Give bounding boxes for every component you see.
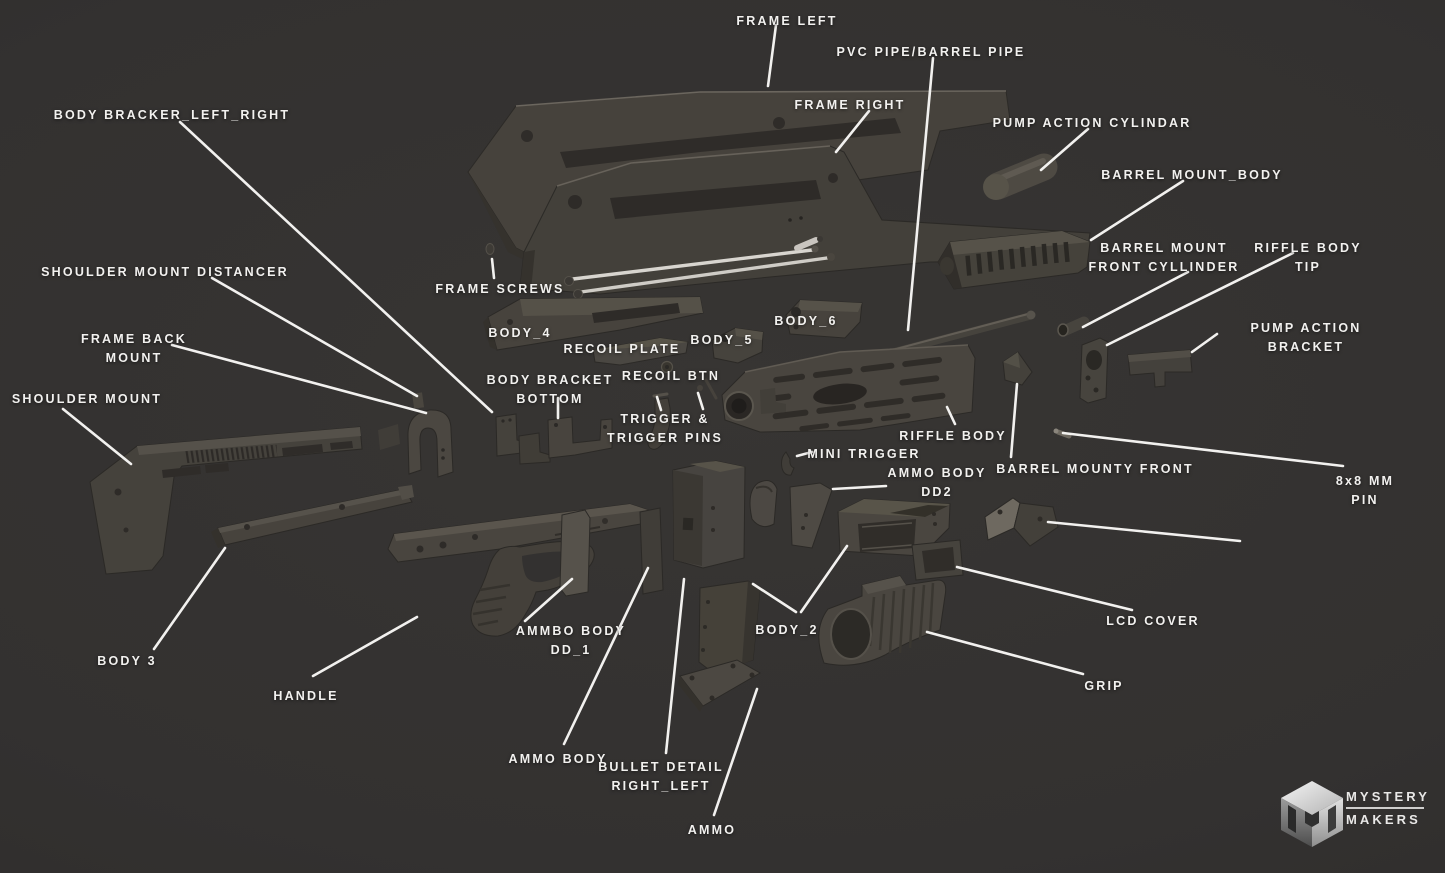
part-body-6	[785, 299, 863, 339]
part-barrel-mount-front-cylinder	[1057, 316, 1090, 337]
part-frame-screws	[485, 236, 835, 299]
part-body-3	[211, 485, 414, 548]
part-pump-action-cylinder	[983, 153, 1058, 200]
leader-line-frame-left	[766, 23, 778, 88]
leader-line-body-bracker-left-right	[178, 120, 494, 414]
leader-line-barrel-mount-front-cyllinder	[1081, 270, 1190, 329]
watermark-line1: MYSTERY	[1346, 789, 1431, 804]
part-body-bracket-bottom	[547, 416, 613, 459]
part-ammo-body-dd2	[789, 482, 833, 549]
leader-line-barrel-mounty-front	[1009, 382, 1019, 459]
leader-line-body-2	[799, 544, 849, 614]
part-recoil-plate	[592, 337, 689, 366]
leader-line-pvc-pipe-barrel-pipe	[906, 56, 935, 332]
watermark-text: MYSTERY MAKERS	[1346, 789, 1430, 827]
leader-line-frame-back-mount	[170, 343, 428, 415]
leader-line-riffle-body-tip	[1105, 251, 1295, 347]
leader-line-mini-trigger	[795, 450, 814, 458]
part-body-5	[711, 327, 764, 364]
leader-line-bullet-detail-right-left	[664, 577, 686, 755]
part-mini-trigger	[781, 451, 795, 476]
leader-line-body-2	[751, 582, 798, 614]
part-ammo-magazine	[678, 580, 762, 712]
part-angle-bracket	[984, 497, 1059, 547]
leader-line-shoulder-mount	[61, 407, 133, 466]
part-trigger-and-pins	[647, 378, 786, 450]
part-ammbo-body-dd1-plates	[559, 507, 664, 597]
leader-line-trigger-and-trigger-pins	[696, 391, 705, 411]
leader-line-trigger-and-trigger-pins	[655, 395, 663, 412]
leader-line-ammo-body-dd2	[831, 484, 888, 491]
watermark-line2: MAKERS	[1346, 811, 1421, 827]
leader-line-frame-right	[834, 109, 871, 154]
leader-line-shoulder-mount-distancer	[210, 276, 419, 398]
part-handle	[387, 503, 649, 637]
leader-line-riffle-body	[945, 405, 957, 426]
leader-line-grip	[925, 630, 1085, 676]
leader-line-lcd-cover	[955, 565, 1134, 612]
part-shoulder-mount-distancer	[378, 392, 425, 450]
leader-line-handle	[311, 615, 419, 678]
leader-line-ammo-body	[562, 566, 650, 746]
mystery-makers-watermark: MYSTERY MAKERS	[1280, 777, 1430, 852]
leader-line-frame-screws	[490, 257, 496, 280]
leader-line-ammbo-body-dd-1	[523, 577, 574, 623]
part-ammo-body	[672, 460, 778, 569]
part-body-2	[837, 498, 951, 557]
part-lcd-cover	[911, 539, 964, 581]
part-grip	[818, 575, 947, 666]
leader-line-pump-action-cylindar	[1039, 127, 1090, 172]
leader-line-barrel-mount-body	[1089, 179, 1185, 242]
cube-logo-icon	[1281, 781, 1343, 847]
part-body-4	[483, 296, 704, 351]
part-recoil-btn	[660, 360, 674, 374]
leader-line-unlabeled	[1046, 520, 1242, 543]
leader-line-pump-action-bracket	[1190, 332, 1219, 354]
part-barrel-mount-body	[937, 230, 1091, 290]
leader-line-ammo	[712, 687, 759, 817]
part-riffle-body-tip	[1079, 337, 1109, 404]
part-barrel-mounty-front	[1002, 351, 1033, 386]
part-pump-action-bracket	[1127, 349, 1193, 388]
leader-line-body-3	[152, 546, 227, 651]
part-shoulder-mount	[89, 426, 363, 575]
watermark-divider	[1346, 807, 1424, 809]
leader-line-pin-8x8-mm	[1061, 431, 1345, 468]
